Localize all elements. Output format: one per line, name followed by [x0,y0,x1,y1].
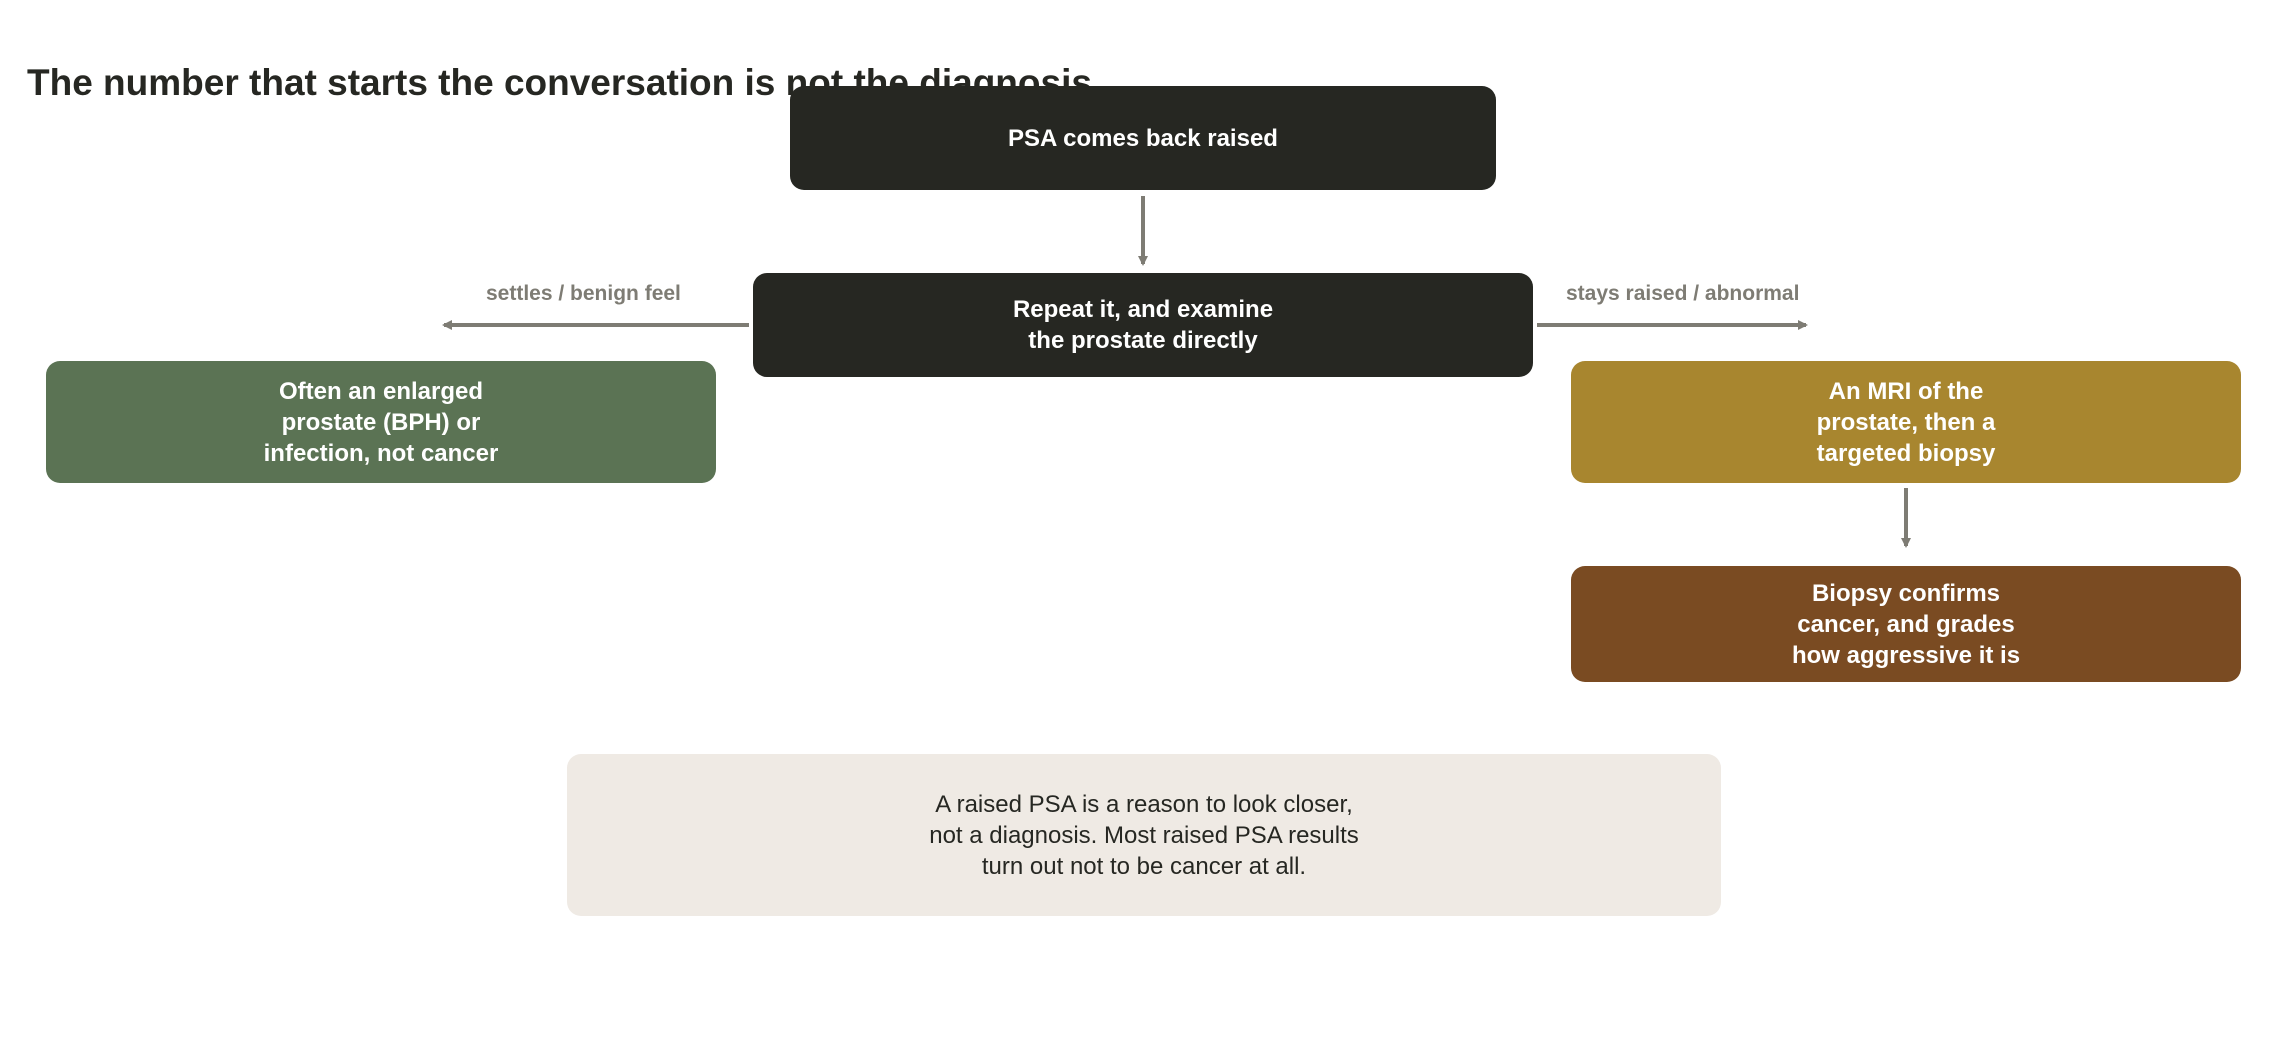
node-biopsy-confirms: Biopsy confirms cancer, and grades how a… [1571,566,2241,682]
edge-label-benign: settles / benign feel [486,282,681,305]
node-benign-outcome: Often an enlarged prostate (BPH) or infe… [46,361,716,483]
node-repeat-examine: Repeat it, and examine the prostate dire… [753,273,1533,377]
edge-label-abnormal: stays raised / abnormal [1566,282,1800,305]
arrow-group [442,196,1911,548]
node-psa-raised: PSA comes back raised [790,86,1496,190]
summary-note: A raised PSA is a reason to look closer,… [567,754,1721,916]
node-mri-biopsy: An MRI of the prostate, then a targeted … [1571,361,2241,483]
